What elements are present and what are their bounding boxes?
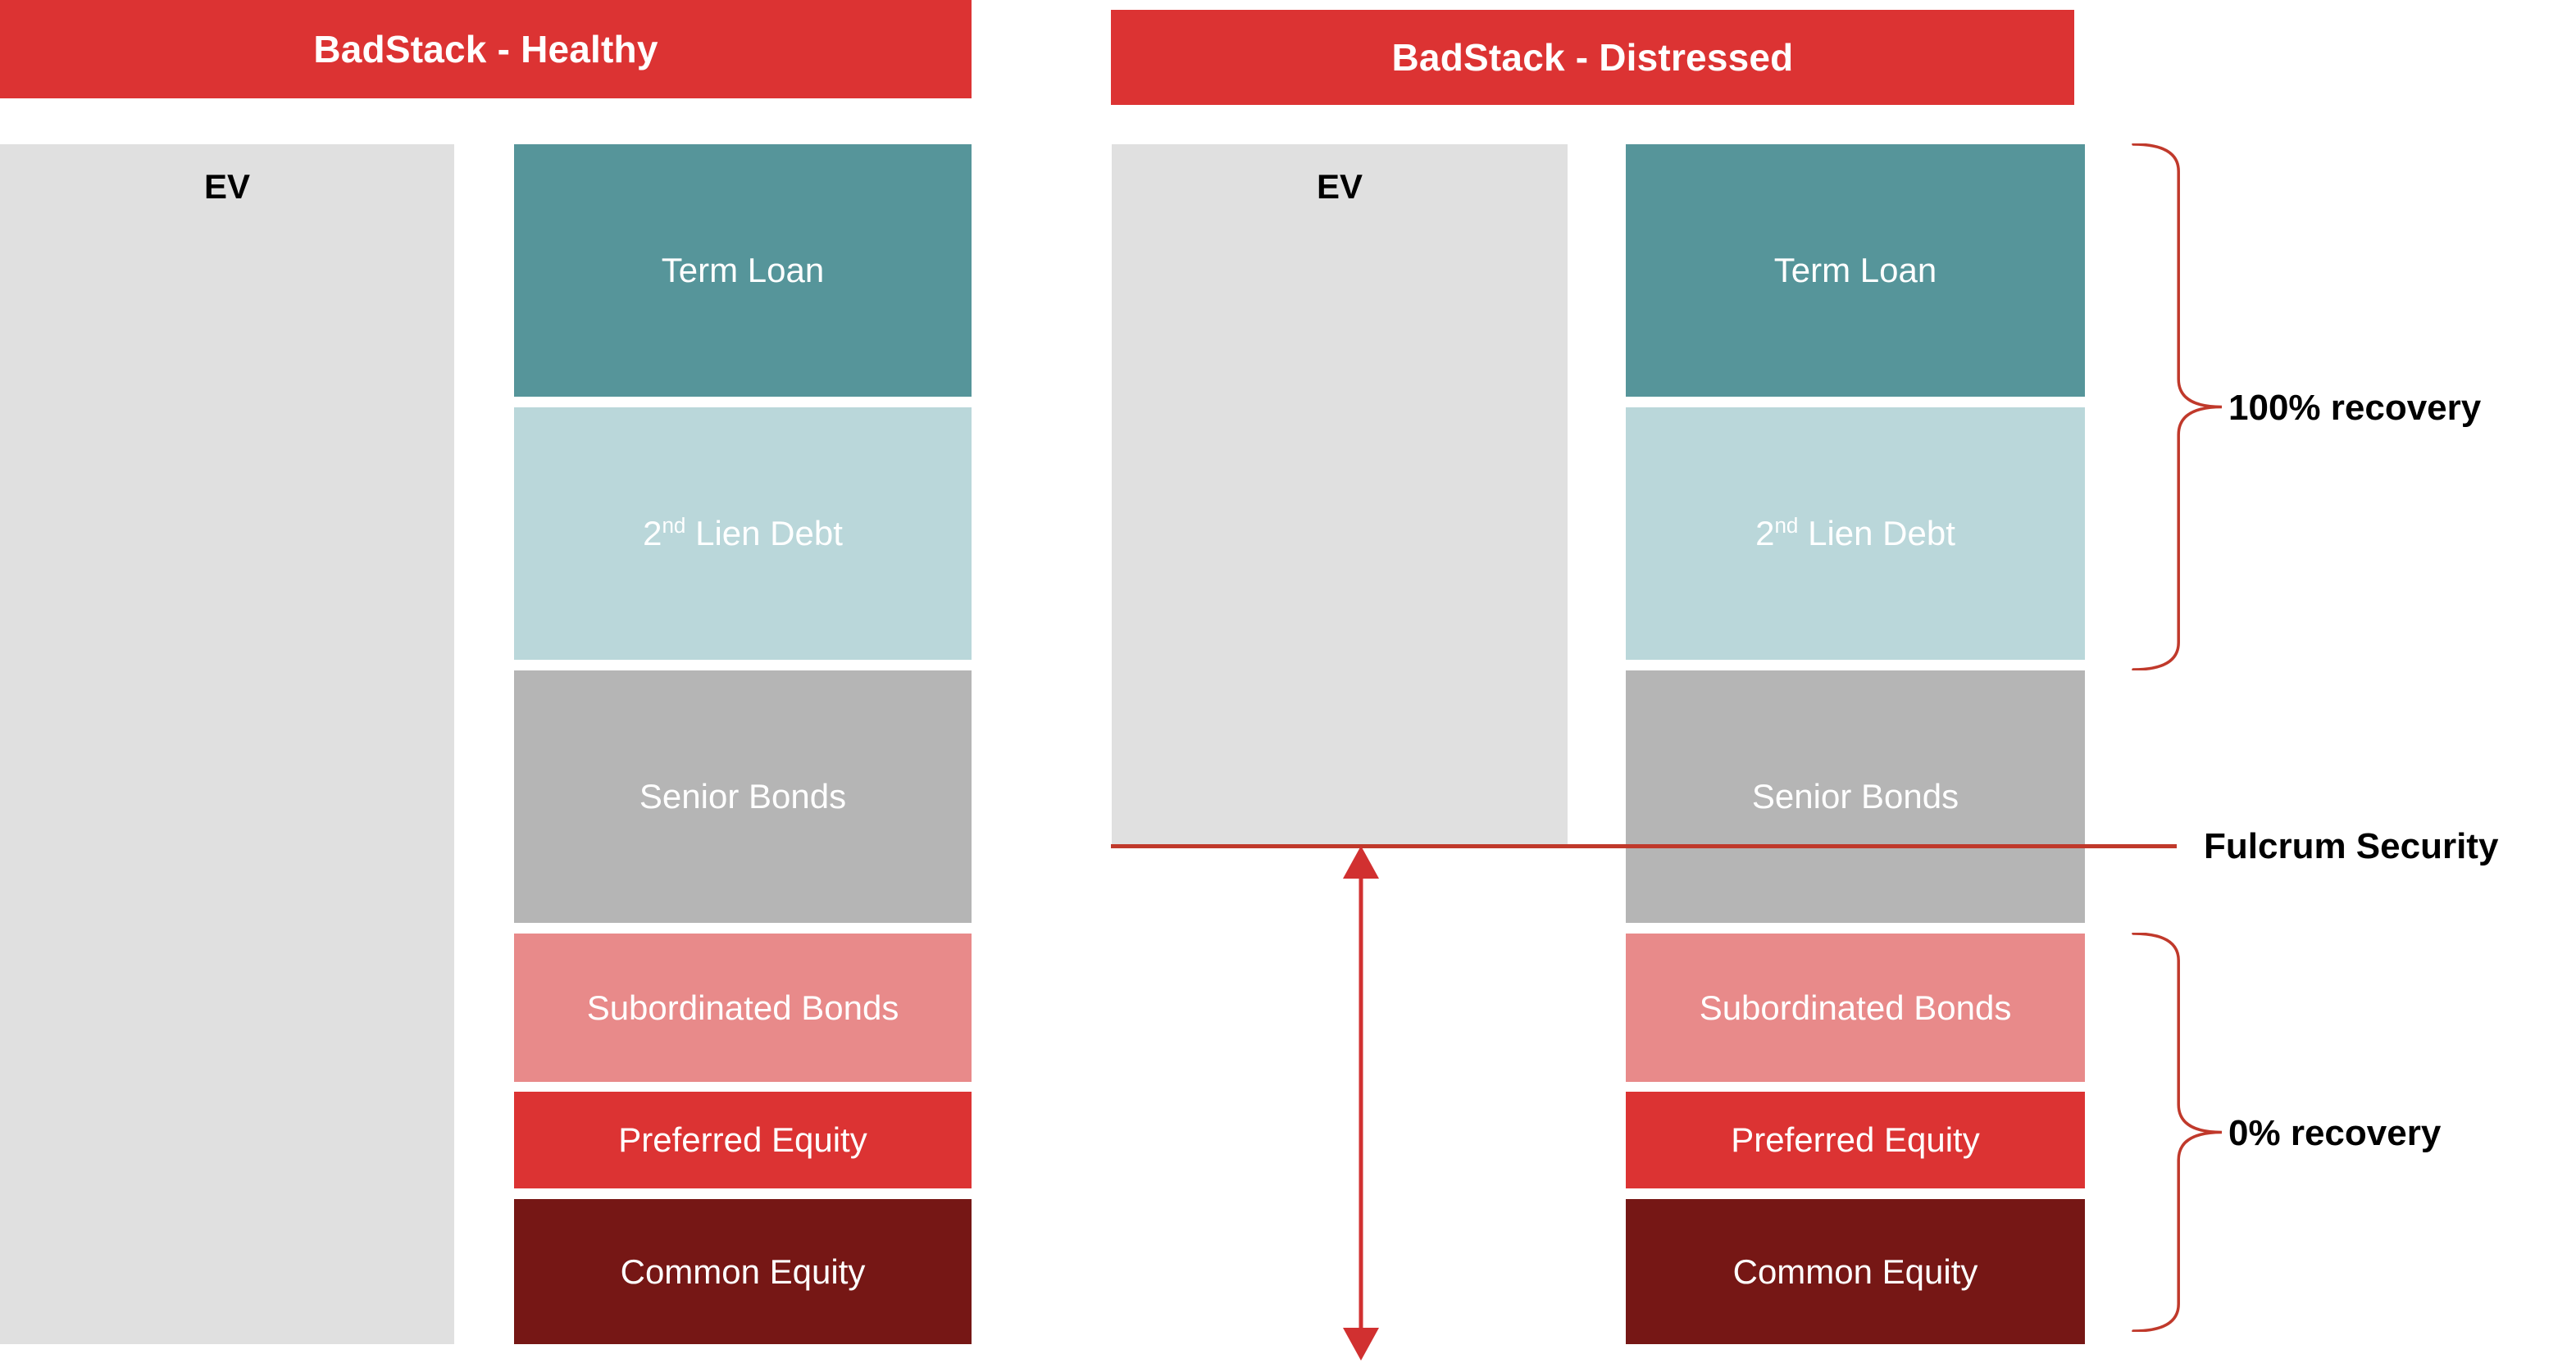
recovery-zero-brace — [2132, 933, 2222, 1332]
recovery-full-label: 100% recovery — [2228, 388, 2482, 428]
tranche-label: Common Equity — [620, 1252, 866, 1291]
ev-box-healthy: EV — [0, 144, 454, 1344]
ev-label-healthy: EV — [203, 167, 251, 206]
tranche-distressed-preferred-equity[interactable]: Preferred Equity — [1626, 1092, 2085, 1188]
recovery-zero-label: 0% recovery — [2228, 1113, 2442, 1153]
tranche-healthy-senior-bonds[interactable]: Senior Bonds — [514, 670, 972, 923]
tranche-healthy-preferred-equity[interactable]: Preferred Equity — [514, 1092, 972, 1188]
recovery-full-brace — [2132, 143, 2222, 670]
tranche-label: 2nd Lien Debt — [643, 513, 843, 552]
tranche-label: Term Loan — [1773, 251, 1937, 289]
value-gap-arrow — [1343, 846, 1379, 1361]
panel-header-healthy: BadStack - Healthy — [0, 0, 972, 98]
tranche-label: Term Loan — [661, 251, 825, 289]
tranche-label: Senior Bonds — [1751, 777, 1959, 816]
tranche-healthy-term-loan[interactable]: Term Loan — [514, 144, 972, 397]
tranche-healthy-2nd-lien-debt[interactable]: 2nd Lien Debt — [514, 407, 972, 660]
ev-box-distressed: EV — [1112, 144, 1568, 844]
ev-label-distressed: EV — [1316, 167, 1363, 206]
tranche-healthy-common-equity[interactable]: Common Equity — [514, 1199, 972, 1344]
tranche-distressed-common-equity[interactable]: Common Equity — [1626, 1199, 2085, 1344]
tranche-distressed-subordinated-bonds[interactable]: Subordinated Bonds — [1626, 934, 2085, 1082]
panel-header-distressed: BadStack - Distressed — [1111, 10, 2074, 105]
tranche-label: Common Equity — [1732, 1252, 1978, 1291]
tranche-distressed-senior-bonds[interactable]: Senior Bonds — [1626, 670, 2085, 923]
fulcrum-security-label: Fulcrum Security — [2204, 826, 2499, 866]
fulcrum-line — [1111, 844, 2177, 848]
tranche-label: Preferred Equity — [618, 1120, 867, 1159]
tranche-label: Preferred Equity — [1731, 1120, 1980, 1159]
tranche-distressed-term-loan[interactable]: Term Loan — [1626, 144, 2085, 397]
tranche-label: Subordinated Bonds — [586, 988, 899, 1027]
tranche-label: Subordinated Bonds — [1699, 988, 2012, 1027]
tranche-label: Senior Bonds — [639, 777, 847, 816]
tranche-label: 2nd Lien Debt — [1755, 513, 1955, 552]
tranche-healthy-subordinated-bonds[interactable]: Subordinated Bonds — [514, 934, 972, 1082]
tranche-distressed-2nd-lien-debt[interactable]: 2nd Lien Debt — [1626, 407, 2085, 660]
